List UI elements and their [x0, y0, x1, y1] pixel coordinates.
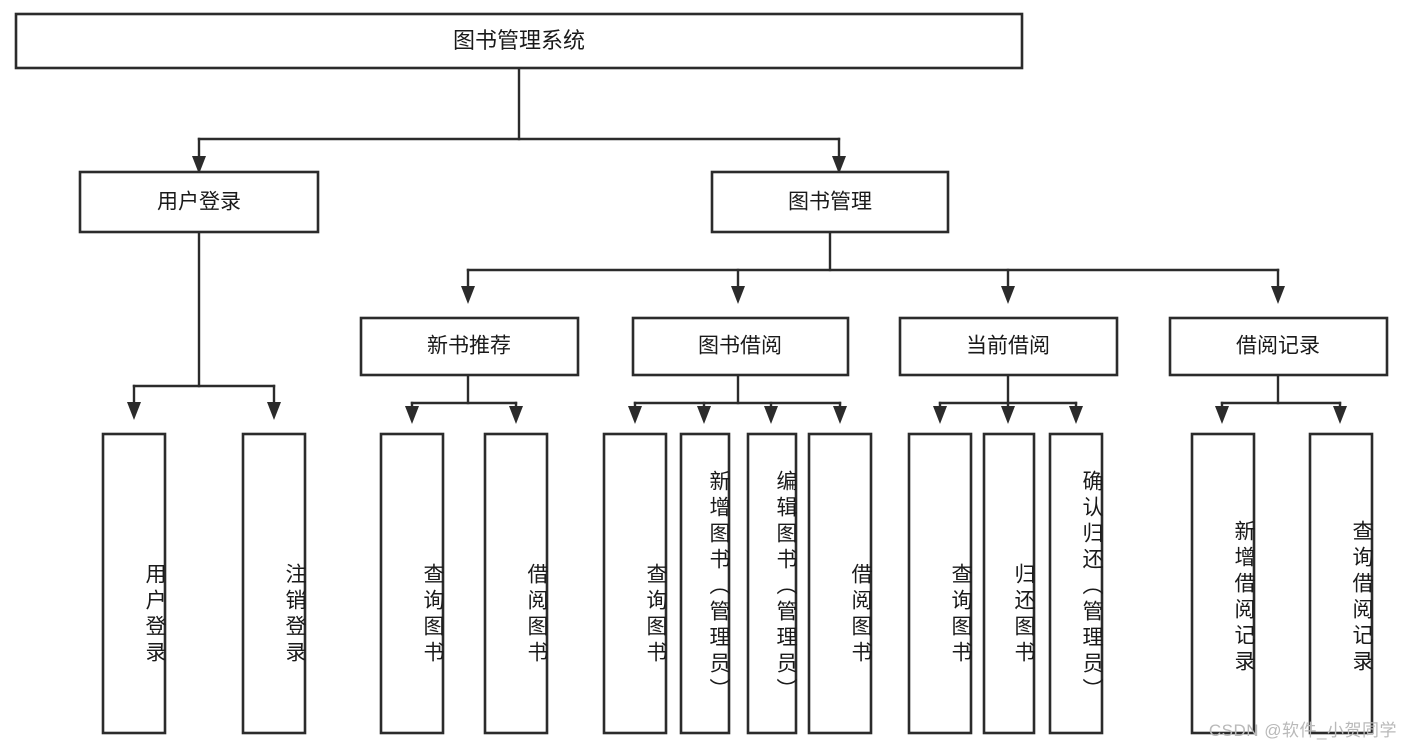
- connector-bookmgmt-to-level3: [461, 230, 1285, 304]
- node-borrow-records[interactable]: [1168, 316, 1389, 377]
- leaf-query-book-recommend[interactable]: [379, 432, 445, 735]
- node-root-library-system[interactable]: [14, 12, 1024, 70]
- leaf-borrow-book[interactable]: [807, 432, 873, 735]
- node-book-borrow-label: 图书借阅: [698, 335, 782, 358]
- leaf-query-book-current[interactable]: [907, 432, 973, 735]
- leaf-edit-book-admin[interactable]: [746, 432, 798, 735]
- csdn-watermark: CSDN @软件_小贺同学: [1208, 721, 1397, 740]
- leaf-query-book-borrow[interactable]: [602, 432, 668, 735]
- node-user-login-label: 用户登录: [157, 191, 241, 214]
- connector-newbook-to-leaves: [405, 373, 523, 424]
- node-book-management[interactable]: [710, 170, 950, 234]
- leaf-add-borrow-record[interactable]: [1190, 432, 1256, 735]
- leaf-logout[interactable]: [241, 432, 307, 735]
- node-book-management-label: 图书管理: [788, 191, 872, 214]
- node-borrow-records-label: 借阅记录: [1236, 335, 1320, 358]
- node-current-borrow-label: 当前借阅: [966, 335, 1050, 358]
- node-current-borrow[interactable]: [898, 316, 1119, 377]
- node-new-book-recommend[interactable]: [359, 316, 580, 377]
- leaf-user-login[interactable]: [101, 432, 167, 735]
- leaf-add-book-admin[interactable]: [679, 432, 731, 735]
- node-root-label: 图书管理系统: [453, 28, 585, 53]
- connector-root-to-level2: [192, 66, 846, 174]
- leaf-borrow-book-recommend[interactable]: [483, 432, 549, 735]
- leaf-confirm-return-admin[interactable]: [1048, 432, 1104, 735]
- connector-records-to-leaves: [1215, 373, 1347, 424]
- connector-userlogin-to-leaves: [127, 230, 281, 420]
- connector-currentborrow-to-leaves: [933, 373, 1083, 424]
- node-new-book-recommend-label: 新书推荐: [427, 335, 511, 358]
- node-user-login[interactable]: [78, 170, 320, 234]
- connector-bookborrow-to-leaves: [628, 373, 847, 424]
- leaf-return-book[interactable]: [982, 432, 1036, 735]
- node-book-borrow[interactable]: [631, 316, 850, 377]
- leaf-query-borrow-record[interactable]: [1308, 432, 1374, 735]
